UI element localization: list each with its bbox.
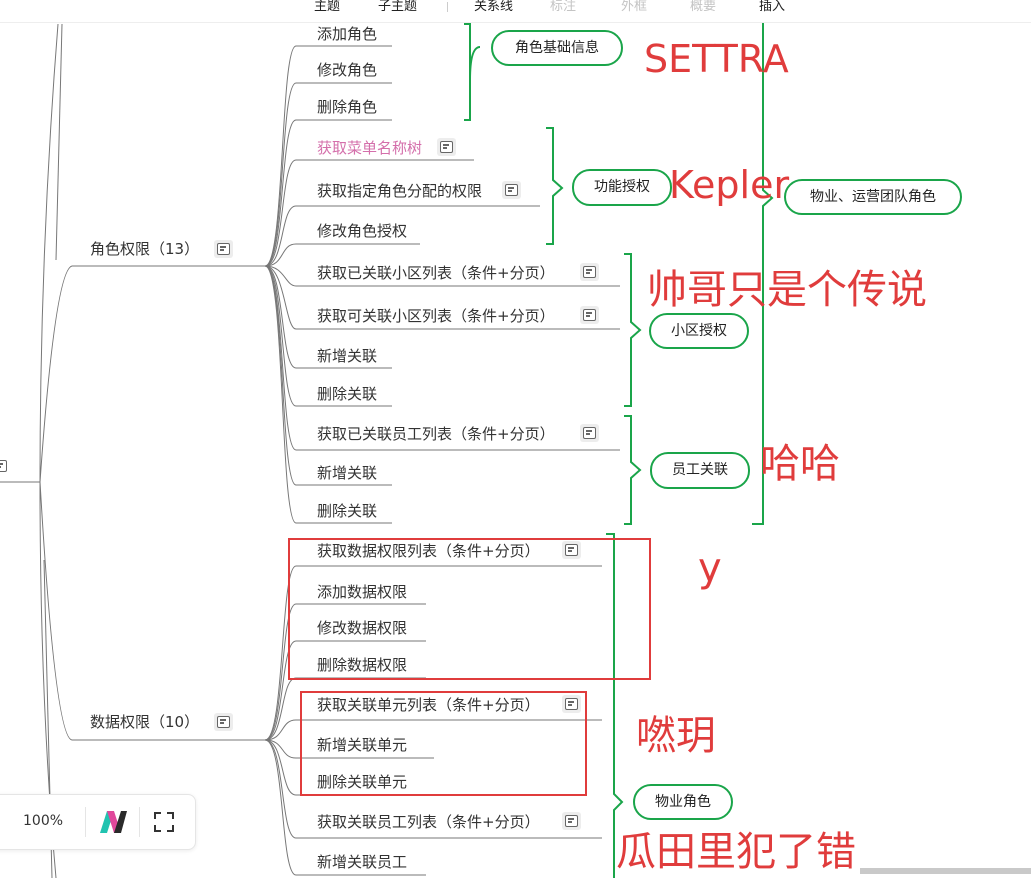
subtopic[interactable]: 获取已关联小区列表（条件+分页） (317, 264, 555, 282)
note-icon[interactable] (505, 184, 518, 196)
subtopic[interactable]: 修改角色授权 (317, 222, 408, 240)
fullscreen-icon[interactable] (153, 811, 175, 833)
annotation-nonsense: 嘫玥 (636, 713, 716, 759)
zoom-divider (85, 807, 86, 837)
subtopic[interactable]: 修改角色 (317, 61, 378, 79)
bracket-property-ops (752, 0, 774, 525)
subtopic[interactable]: 获取指定角色分配的权限 (317, 182, 483, 200)
note-icon[interactable] (565, 544, 578, 556)
note-icon[interactable] (583, 266, 596, 278)
summary-function-auth[interactable]: 功能授权 (572, 169, 672, 206)
note-icon[interactable] (583, 427, 596, 439)
bracket-property (606, 533, 624, 878)
annotation-settra: SETTRA (644, 37, 789, 81)
subtopic[interactable]: 删除关联 (317, 502, 378, 520)
toolbar-topic[interactable]: 主题 (314, 0, 341, 14)
note-icon[interactable] (217, 243, 230, 255)
topic-data-permission[interactable]: 数据权限（10） (90, 713, 200, 731)
subtopic[interactable]: 添加数据权限 (317, 583, 408, 601)
toolbar-insert[interactable]: 插入 (759, 0, 786, 14)
subtopic[interactable]: 获取可关联小区列表（条件+分页） (317, 307, 555, 325)
subtopic[interactable]: 添加角色 (317, 25, 378, 43)
subtopic[interactable]: 新增关联单元 (317, 736, 408, 754)
annotation-legend: 帅哥只是个传说 (647, 267, 927, 313)
root-connector-upper (39, 23, 59, 483)
highlight-box-unit (300, 691, 587, 796)
summary-employee-link[interactable]: 员工关联 (650, 452, 750, 489)
subtopic[interactable]: 修改数据权限 (317, 619, 408, 637)
summary-property-ops-role[interactable]: 物业、运营团队角色 (784, 179, 962, 215)
toolbar-summary[interactable]: 概要 (690, 0, 717, 14)
annotation-melon: 瓜田里犯了错 (616, 829, 856, 875)
subtopic[interactable]: 新增关联 (317, 464, 378, 482)
subtopic[interactable]: 获取数据权限列表（条件+分页） (317, 542, 540, 560)
subtopic[interactable]: 删除关联单元 (317, 773, 408, 791)
bracket-role-basic (464, 23, 481, 121)
topic-role-permission[interactable]: 角色权限（13） (90, 240, 200, 258)
subtopic[interactable]: 获取关联员工列表（条件+分页） (317, 813, 540, 831)
toolbar-callout[interactable]: 标注 (550, 0, 577, 14)
summary-property-role[interactable]: 物业角色 (633, 784, 733, 820)
note-icon[interactable] (565, 698, 578, 710)
bracket-employee (624, 415, 642, 525)
zoom-divider (139, 807, 140, 837)
toolbar-divider (447, 2, 448, 12)
note-icon[interactable] (565, 815, 578, 827)
bracket-community (624, 253, 642, 407)
annotation-kepler: Kepler (669, 163, 790, 207)
note-icon[interactable] (0, 460, 7, 472)
annotation-haha: 哈哈 (760, 441, 840, 487)
zoom-level[interactable]: 100% (23, 813, 64, 829)
note-icon[interactable] (583, 309, 596, 321)
subtopic[interactable]: 获取已关联员工列表（条件+分页） (317, 425, 555, 443)
toolbar-subtopic[interactable]: 子主题 (378, 0, 418, 14)
note-icon[interactable] (217, 716, 230, 728)
horizontal-scrollbar[interactable] (860, 868, 1031, 874)
note-icon[interactable] (440, 141, 453, 153)
branch-role-connector (39, 265, 265, 483)
summary-community-auth[interactable]: 小区授权 (649, 313, 749, 349)
subtopic[interactable]: 删除数据权限 (317, 656, 408, 674)
zoom-control: 100% (0, 794, 196, 850)
subtopic[interactable]: 新增关联员工 (317, 853, 408, 871)
subtopic-selected[interactable]: 获取菜单名称树 (317, 139, 423, 157)
subtopic[interactable]: 删除关联 (317, 385, 378, 403)
annotation-y: y (698, 545, 722, 591)
bracket-func-auth (546, 127, 564, 245)
summary-role-basic-info[interactable]: 角色基础信息 (491, 30, 623, 66)
toolbar: 主题 子主题 关系线 标注 外框 概要 插入 (0, 0, 1031, 23)
toolbar-boundary[interactable]: 外框 (621, 0, 648, 14)
subtopic[interactable]: 获取关联单元列表（条件+分页） (317, 696, 540, 714)
subtopic[interactable]: 删除角色 (317, 98, 378, 116)
subtopic[interactable]: 新增关联 (317, 347, 378, 365)
toolbar-relation[interactable]: 关系线 (474, 0, 514, 14)
branch-data-connector (39, 481, 265, 741)
highlight-box-data-permission (288, 538, 651, 680)
app-logo-icon[interactable] (97, 809, 127, 835)
